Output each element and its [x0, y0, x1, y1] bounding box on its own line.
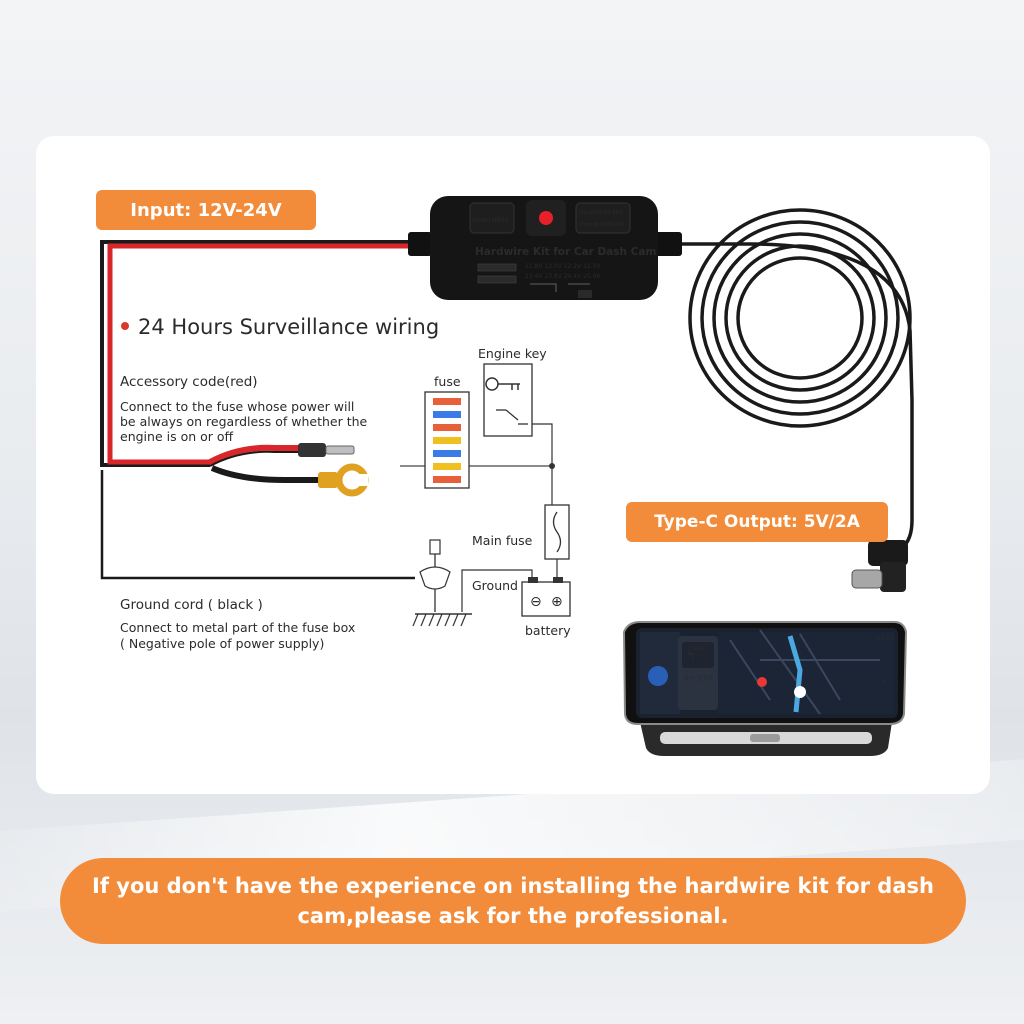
accessory-desc-line2: be always on regardless of whether the	[120, 414, 368, 429]
accessory-heading: Accessory code(red)	[120, 374, 258, 390]
ground-desc-line1: Connect to metal part of the fuse box	[120, 620, 355, 635]
main-fuse-label: Main fuse	[472, 533, 533, 548]
device-input-spec: Input:DC8V-36V	[579, 210, 623, 216]
fuse-label: fuse	[434, 374, 461, 389]
screen-distance: 276M	[686, 646, 703, 653]
device-output-spec: Output:DC5V/2A	[579, 222, 625, 228]
main-fuse-battery: Main fuse ⊖ ⊕ battery Ground	[461, 504, 571, 638]
device-model: Model:HB00	[472, 217, 508, 224]
device-specs-row1: 11.8V 12.0V 12.2V 12.5V	[525, 263, 601, 270]
screen-turn-arrow: ↰	[686, 649, 696, 663]
power-wires	[100, 240, 420, 580]
hardwire-kit-device: Model:HB00 Input:DC8V-36V Output:DC5V/2A…	[408, 196, 682, 300]
coiled-usb-cable	[682, 208, 914, 554]
accessory-desc-line1: Connect to the fuse whose power will	[120, 399, 354, 414]
engine-key-label: Engine key	[478, 346, 547, 361]
screen-collapse-icon: «	[882, 677, 888, 687]
output-voltage-badge: Type-C Output: 5V/2A	[626, 502, 888, 542]
type-c-plug-icon	[851, 540, 908, 592]
input-voltage-badge: Input: 12V-24V	[96, 190, 316, 230]
screen-time: 21:25	[876, 634, 895, 642]
ground-symbol-icon	[412, 539, 472, 627]
warning-banner: If you don't have the experience on inst…	[60, 858, 966, 944]
battery-minus: ⊖	[530, 594, 542, 610]
engine-key-switch: Engine key	[478, 346, 555, 505]
fuse-box: fuse	[424, 374, 470, 489]
dash-cam-monitor: ↰ 276M 前方 主干道 21:25 «	[622, 621, 908, 756]
battery-label: battery	[525, 623, 571, 638]
title-bullet	[121, 322, 129, 330]
screen-road: 前方 主干道	[684, 674, 714, 682]
ring-terminal-icon	[318, 463, 369, 497]
device-specs-row2: 23.4V 23.8V 24.4V 25.0V	[525, 273, 601, 280]
fuse-tap-connector	[298, 443, 355, 457]
ground-heading: Ground cord ( black )	[120, 597, 263, 613]
device-title: Hardwire Kit for Car Dash Cam	[475, 246, 656, 258]
ground-desc-line2: ( Negative pole of power supply)	[120, 636, 324, 651]
battery-plus: ⊕	[551, 594, 563, 610]
accessory-desc-line3: engine is on or off	[120, 429, 234, 444]
diagram-title: 24 Hours Surveillance wiring	[138, 315, 439, 339]
ground-label: Ground	[472, 578, 518, 593]
